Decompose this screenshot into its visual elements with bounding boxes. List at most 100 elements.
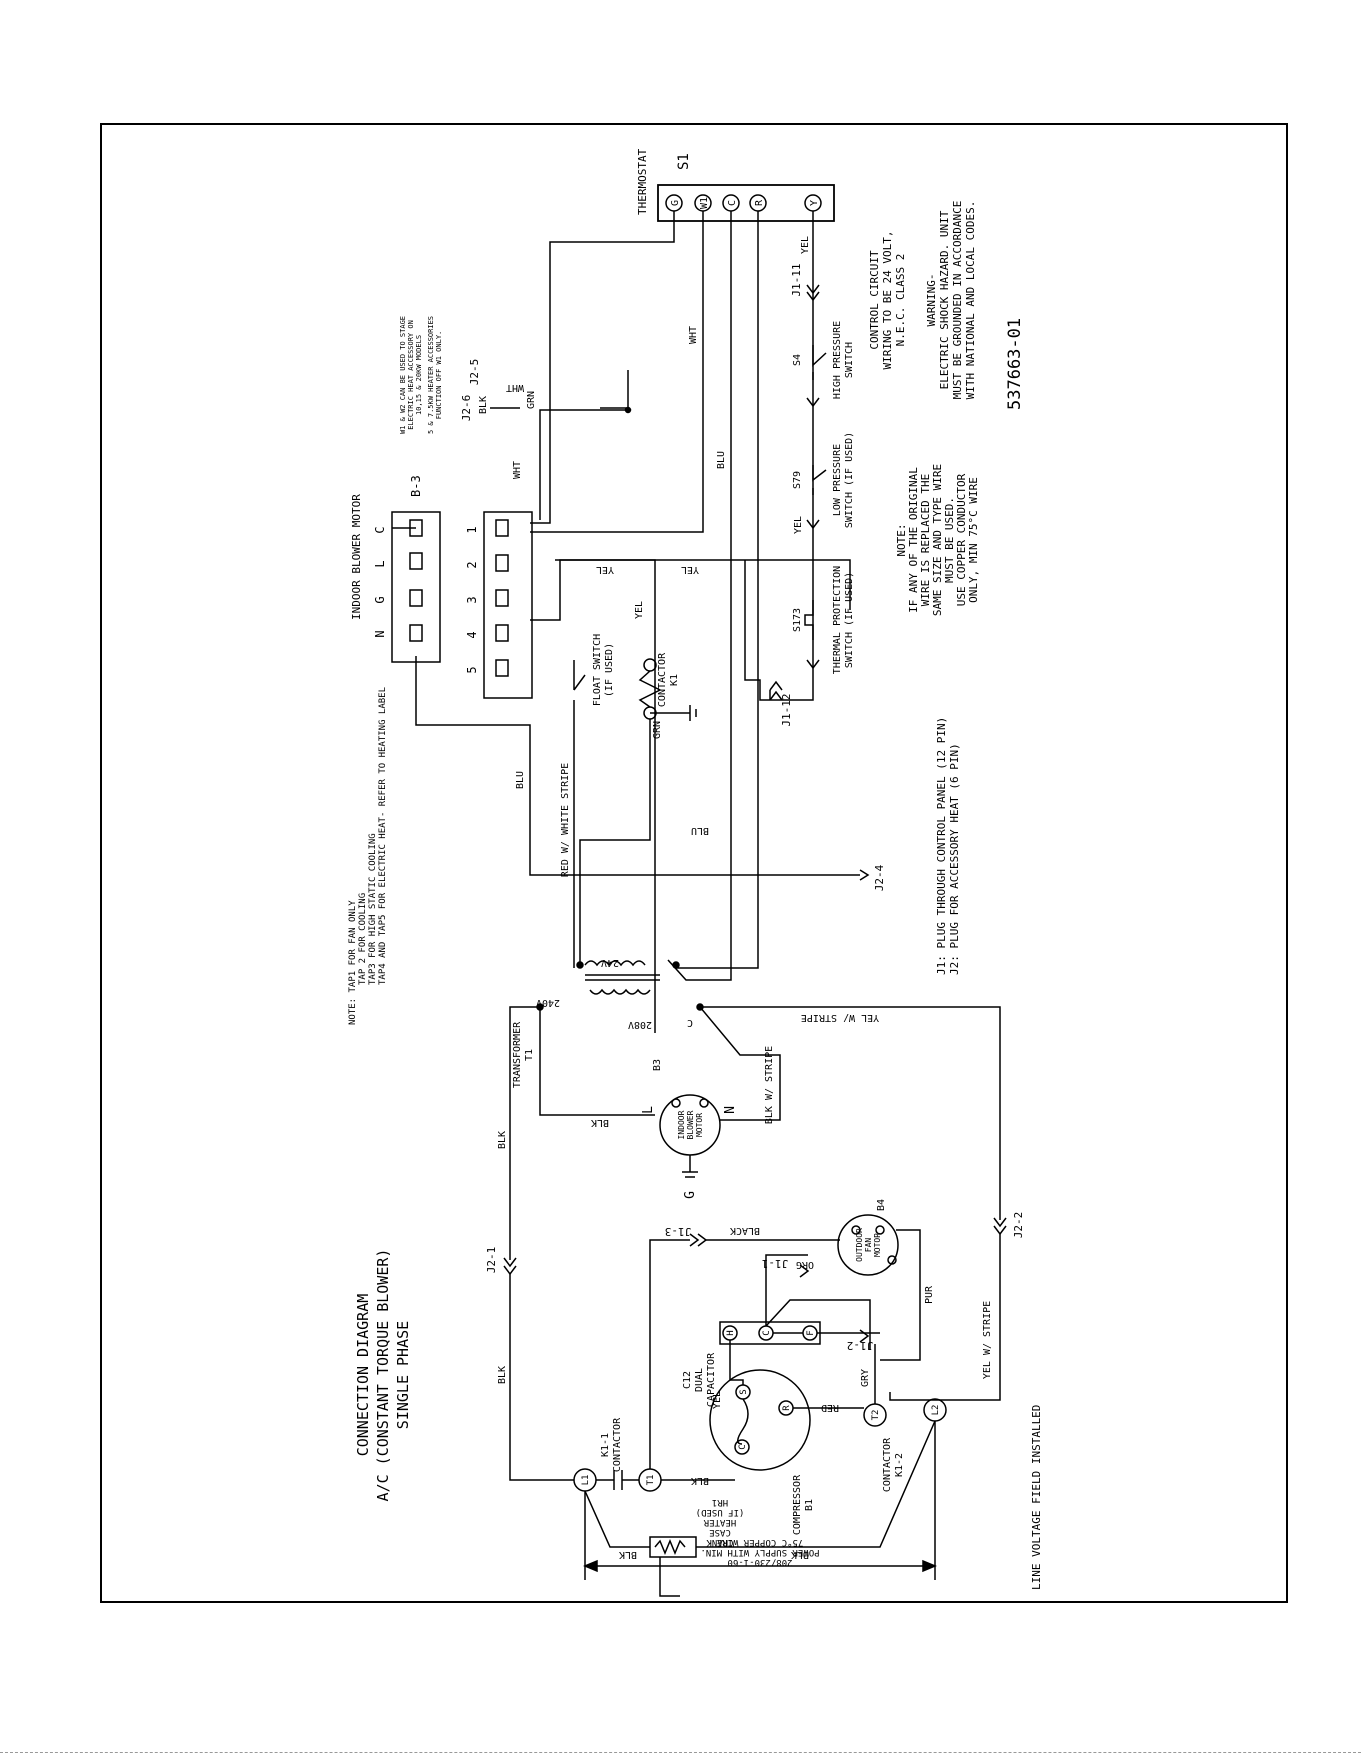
plug-note-2: J2: PLUG FOR ACCESSORY HEAT (6 PIN) <box>948 743 961 975</box>
float-label-2: (IF USED) <box>604 643 615 697</box>
wire-note-3: WIRE IS REPLACED THE <box>919 474 932 606</box>
c12-label-1: C12 <box>682 1371 693 1389</box>
b4-label-1: OUTDOOR <box>855 1228 864 1262</box>
s173-label-2: SWITCH (IF USED) <box>844 572 855 668</box>
hr1-label-3: HEATER <box>703 1517 736 1527</box>
diagram-title-line1: CONNECTION DIAGRAM <box>354 1294 372 1457</box>
voltage-24v: 24V <box>601 957 619 968</box>
s173-id: S173 <box>792 608 803 632</box>
wire-label-blk-heater-right: BLK <box>791 1549 809 1560</box>
wire-label-blu-blower: BLU <box>515 771 526 789</box>
tap-note-4: TAP4 AND TAP5 FOR ELECTRIC HEAT- REFER T… <box>378 687 388 985</box>
wire-yel-k1 <box>555 559 656 1033</box>
k1-label-2: K1 <box>669 674 680 686</box>
terminal-label-l1: L1 <box>581 1475 591 1486</box>
voltage-240v: 240V <box>536 997 560 1008</box>
pin-g: G <box>373 596 387 603</box>
k1-2-label-1: CONTACTOR <box>882 1437 893 1492</box>
k1-2-label-2: K1-2 <box>894 1453 905 1477</box>
k1-label-1: CONTACTOR <box>657 652 668 707</box>
thermostat-terminal-g: G <box>670 200 681 206</box>
wire-label-yel-w-stripe-right: YEL W/ STRIPE <box>982 1301 993 1379</box>
blower-plug-taps <box>483 511 533 699</box>
transformer-secondary <box>584 960 646 967</box>
b3-id: B3 <box>652 1059 663 1071</box>
connector-j2-1: J2-1 <box>485 1247 498 1274</box>
wire-label-pur: PUR <box>924 1285 935 1304</box>
thermostat-terminal-w1: W1 <box>699 197 710 209</box>
wire-blk-l1 <box>509 1006 540 1260</box>
terminal-label-f: F <box>806 1330 816 1335</box>
power-supply-2: POWER SUPPLY WITH MIN. <box>700 1547 819 1557</box>
wire-label-wht-w1: WHT <box>688 326 699 344</box>
wire-label-grn-heater: GRN <box>526 391 537 409</box>
diagram-frame <box>100 123 1288 1603</box>
connector-j2-2: J2-2 <box>1012 1212 1025 1239</box>
wire-label-grn-k1: GRN <box>652 721 663 739</box>
warning-note-3: MUST BE GROUNDED IN ACCORDANCE <box>951 201 964 400</box>
terminal-label-cc: C <box>738 1444 748 1449</box>
b3-label-3: MOTOR <box>695 1113 704 1137</box>
pin-l: L <box>373 560 387 567</box>
wire-label-blk-b3: BLK <box>591 1117 609 1128</box>
tap-note-1: NOTE: TAP1 FOR FAN ONLY <box>348 900 358 1025</box>
s173-label-1: THERMAL PROTECTION <box>832 566 843 674</box>
wire-label-blk-l1: BLK <box>497 1366 508 1384</box>
wire-label-yel-y: YEL <box>800 236 811 254</box>
b3-label-1: INDOOR <box>677 1110 686 1139</box>
connector-j2-6: J2-6 <box>460 395 473 422</box>
wire-label-blu-k1: BLU <box>691 825 709 836</box>
page-bottom-rule <box>0 1752 1361 1753</box>
motor-pin-l: L <box>641 1106 656 1114</box>
tap-3: 3 <box>465 596 479 603</box>
terminal-label-c: C <box>762 1330 772 1335</box>
heater-note-5: FUNCTION OFF W1 ONLY. <box>435 331 443 420</box>
wire-note-4: SAME SIZE AND TYPE WIRE <box>931 464 944 616</box>
thermostat-id: S1 <box>676 153 692 170</box>
s4-label-2: SWITCH <box>844 342 855 378</box>
s79-label-1: LOW PRESSURE <box>832 444 843 516</box>
wire-yel-stripe-t2 <box>889 1234 1001 1401</box>
wire-label-blk-compressor: BLK <box>691 1475 709 1486</box>
s79-id: S79 <box>792 471 803 489</box>
wire-note-7: ONLY, MIN 75°C WIRE <box>967 477 980 603</box>
tap-4: 4 <box>465 631 479 638</box>
pin-n: N <box>373 630 387 637</box>
heater-note-4: 5 & 7.5KW HEATER ACCESSORIES <box>427 316 435 434</box>
wire-label-black: BLACK <box>730 1225 760 1236</box>
c12-label-2: DUAL <box>694 1368 705 1392</box>
pin-c: C <box>373 526 387 533</box>
blower-plug-top <box>391 511 441 663</box>
hr1-label-5: HR1 <box>712 1497 728 1507</box>
wire-g <box>530 211 675 524</box>
b1-label-1: COMPRESSOR <box>792 1474 803 1535</box>
wire-label-yel-cap: YEL <box>712 1391 723 1409</box>
wire-blu-j2-4 <box>415 656 860 876</box>
blower-plug-title: INDOOR BLOWER MOTOR <box>350 494 363 620</box>
s79-label-2: SWITCH (IF USED) <box>844 432 855 528</box>
wire-label-blk-left: BLK <box>497 1131 508 1149</box>
plug-note-1: J1: PLUG THROUGH CONTROL PANEL (12 PIN) <box>935 717 948 975</box>
warning-note-2: ELECTRIC SHOCK HAZARD. UNIT <box>938 210 951 389</box>
warning-note-4: WITH NATIONAL AND LOCAL CODES. <box>964 201 977 400</box>
wire-label-yel-chain: YEL <box>793 516 804 534</box>
diagram-title-line2: A/C (CONSTANT TORQUE BLOWER) <box>374 1249 392 1502</box>
s4-label-1: HIGH PRESSURE <box>832 321 843 399</box>
wire-label-org: ORG <box>796 1259 814 1270</box>
connector-j1-2: J1-2 <box>847 1339 874 1352</box>
thermostat-terminal-c: C <box>727 200 738 206</box>
thermostat-terminal-y: Y <box>809 200 820 206</box>
wire-note-2: IF ANY OF THE ORIGINAL <box>907 467 920 613</box>
tap-note-3: TAP3 FOR HIGH STATIC COOLING <box>368 833 378 985</box>
wire-yel-w-stripe <box>700 1006 1001 1220</box>
terminal-label-h: H <box>726 1330 736 1335</box>
terminal-label-t1: T1 <box>646 1475 656 1486</box>
wire-label-red-white: RED W/ WHITE STRIPE <box>560 763 571 877</box>
wire-note-1: NOTE: <box>895 523 908 556</box>
connector-j1-12: J1-12 <box>780 693 793 726</box>
connector-j1-11: J1-11 <box>790 263 803 296</box>
wire-label-yel-top-1: YEL <box>596 564 614 575</box>
wire-label-wht-g: WHT <box>512 461 523 479</box>
diagram-title-line3: SINGLE PHASE <box>394 1321 412 1429</box>
